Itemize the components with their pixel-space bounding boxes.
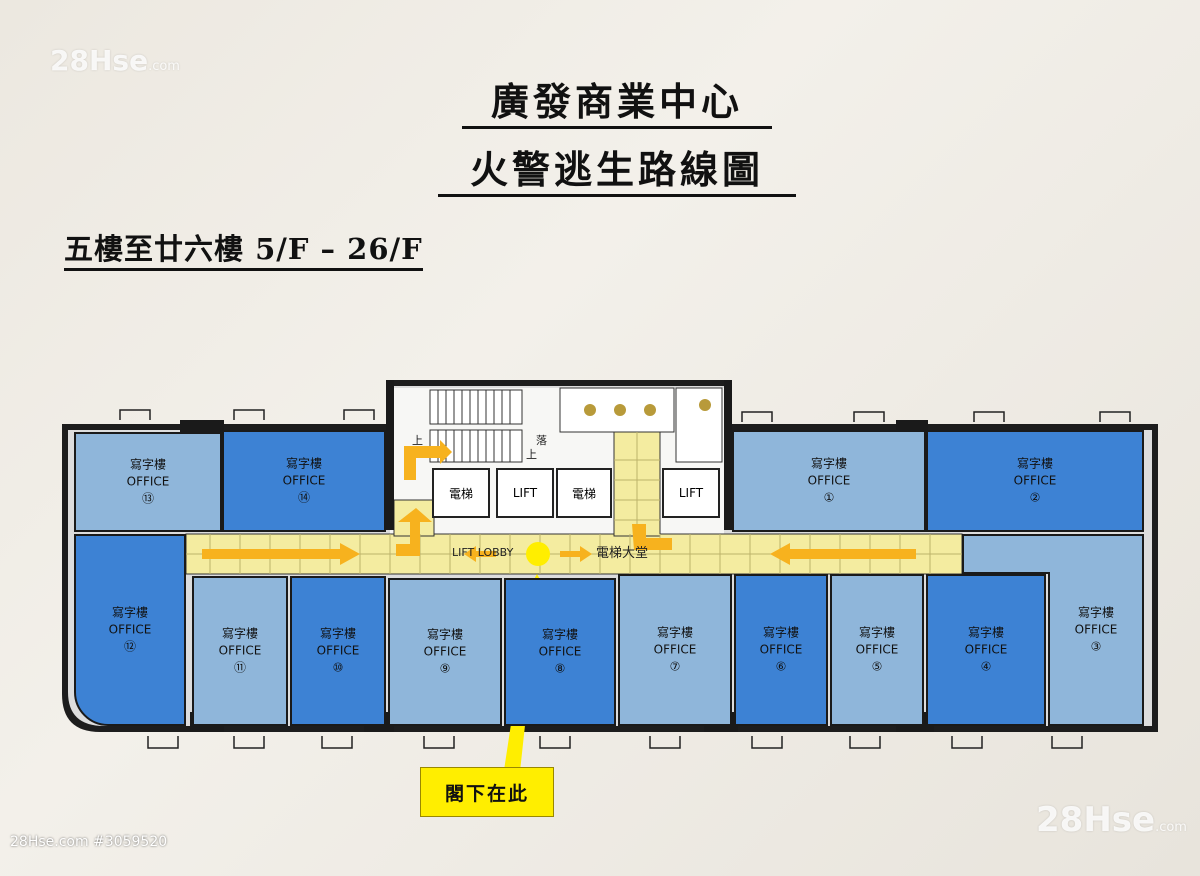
- office-3-extension: [962, 534, 1050, 574]
- watermark-bottom: 28Hse.com: [1036, 800, 1187, 840]
- stair-up-label-2: 上: [526, 448, 537, 461]
- fire-escape-route-title: 火警逃生路線圖: [438, 146, 796, 197]
- window-marks-bottom: [147, 736, 1083, 749]
- window-marks-top: [119, 409, 1131, 422]
- lobby-label-cn: 電梯大堂: [596, 546, 649, 561]
- you-are-here-label: 閣下在此: [420, 767, 554, 817]
- listing-id-watermark: 28Hse.com #3059520: [10, 834, 168, 850]
- lift-2: LIFT: [496, 468, 554, 518]
- lift-3: 電梯: [556, 468, 612, 518]
- lift-4: LIFT: [662, 468, 720, 518]
- stair-treads: [437, 390, 511, 462]
- lift-1: 電梯: [432, 468, 490, 518]
- lobby-label-en: LIFT LOBBY: [452, 546, 514, 559]
- stair-down-label: 落: [536, 434, 547, 447]
- building-name-title: 廣發商業中心: [462, 78, 772, 129]
- floor-range-label: 五樓至廿六樓 5/F – 26/F: [64, 230, 423, 271]
- watermark-top: 28Hse.com: [50, 44, 180, 77]
- toilet-room-2: [675, 387, 723, 463]
- escape-route-arrows: [202, 440, 916, 565]
- toilet-fixtures: [584, 399, 711, 416]
- stair-up-label: 上: [412, 434, 423, 447]
- you-are-here-dot: [526, 542, 550, 566]
